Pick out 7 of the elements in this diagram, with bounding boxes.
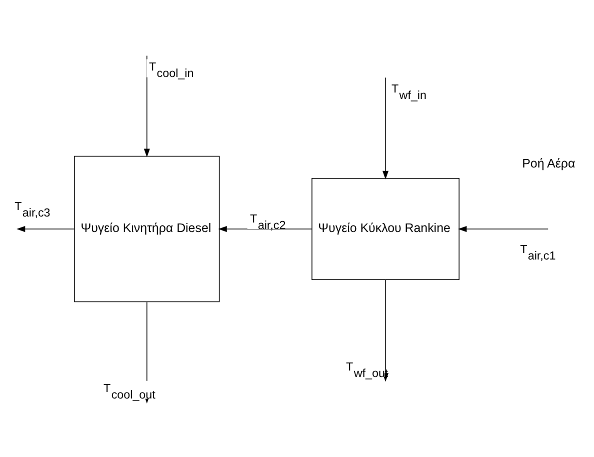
label: Ροή Αέρα <box>522 156 576 170</box>
arrow <box>458 226 548 232</box>
node-box: Ψυγείο Κινητήρα Diesel <box>74 155 220 302</box>
node-box: Ψυγείο Κύκλου Rankine <box>312 178 460 280</box>
arrow <box>382 76 389 179</box>
arrow <box>16 226 75 232</box>
arrow <box>218 226 312 232</box>
